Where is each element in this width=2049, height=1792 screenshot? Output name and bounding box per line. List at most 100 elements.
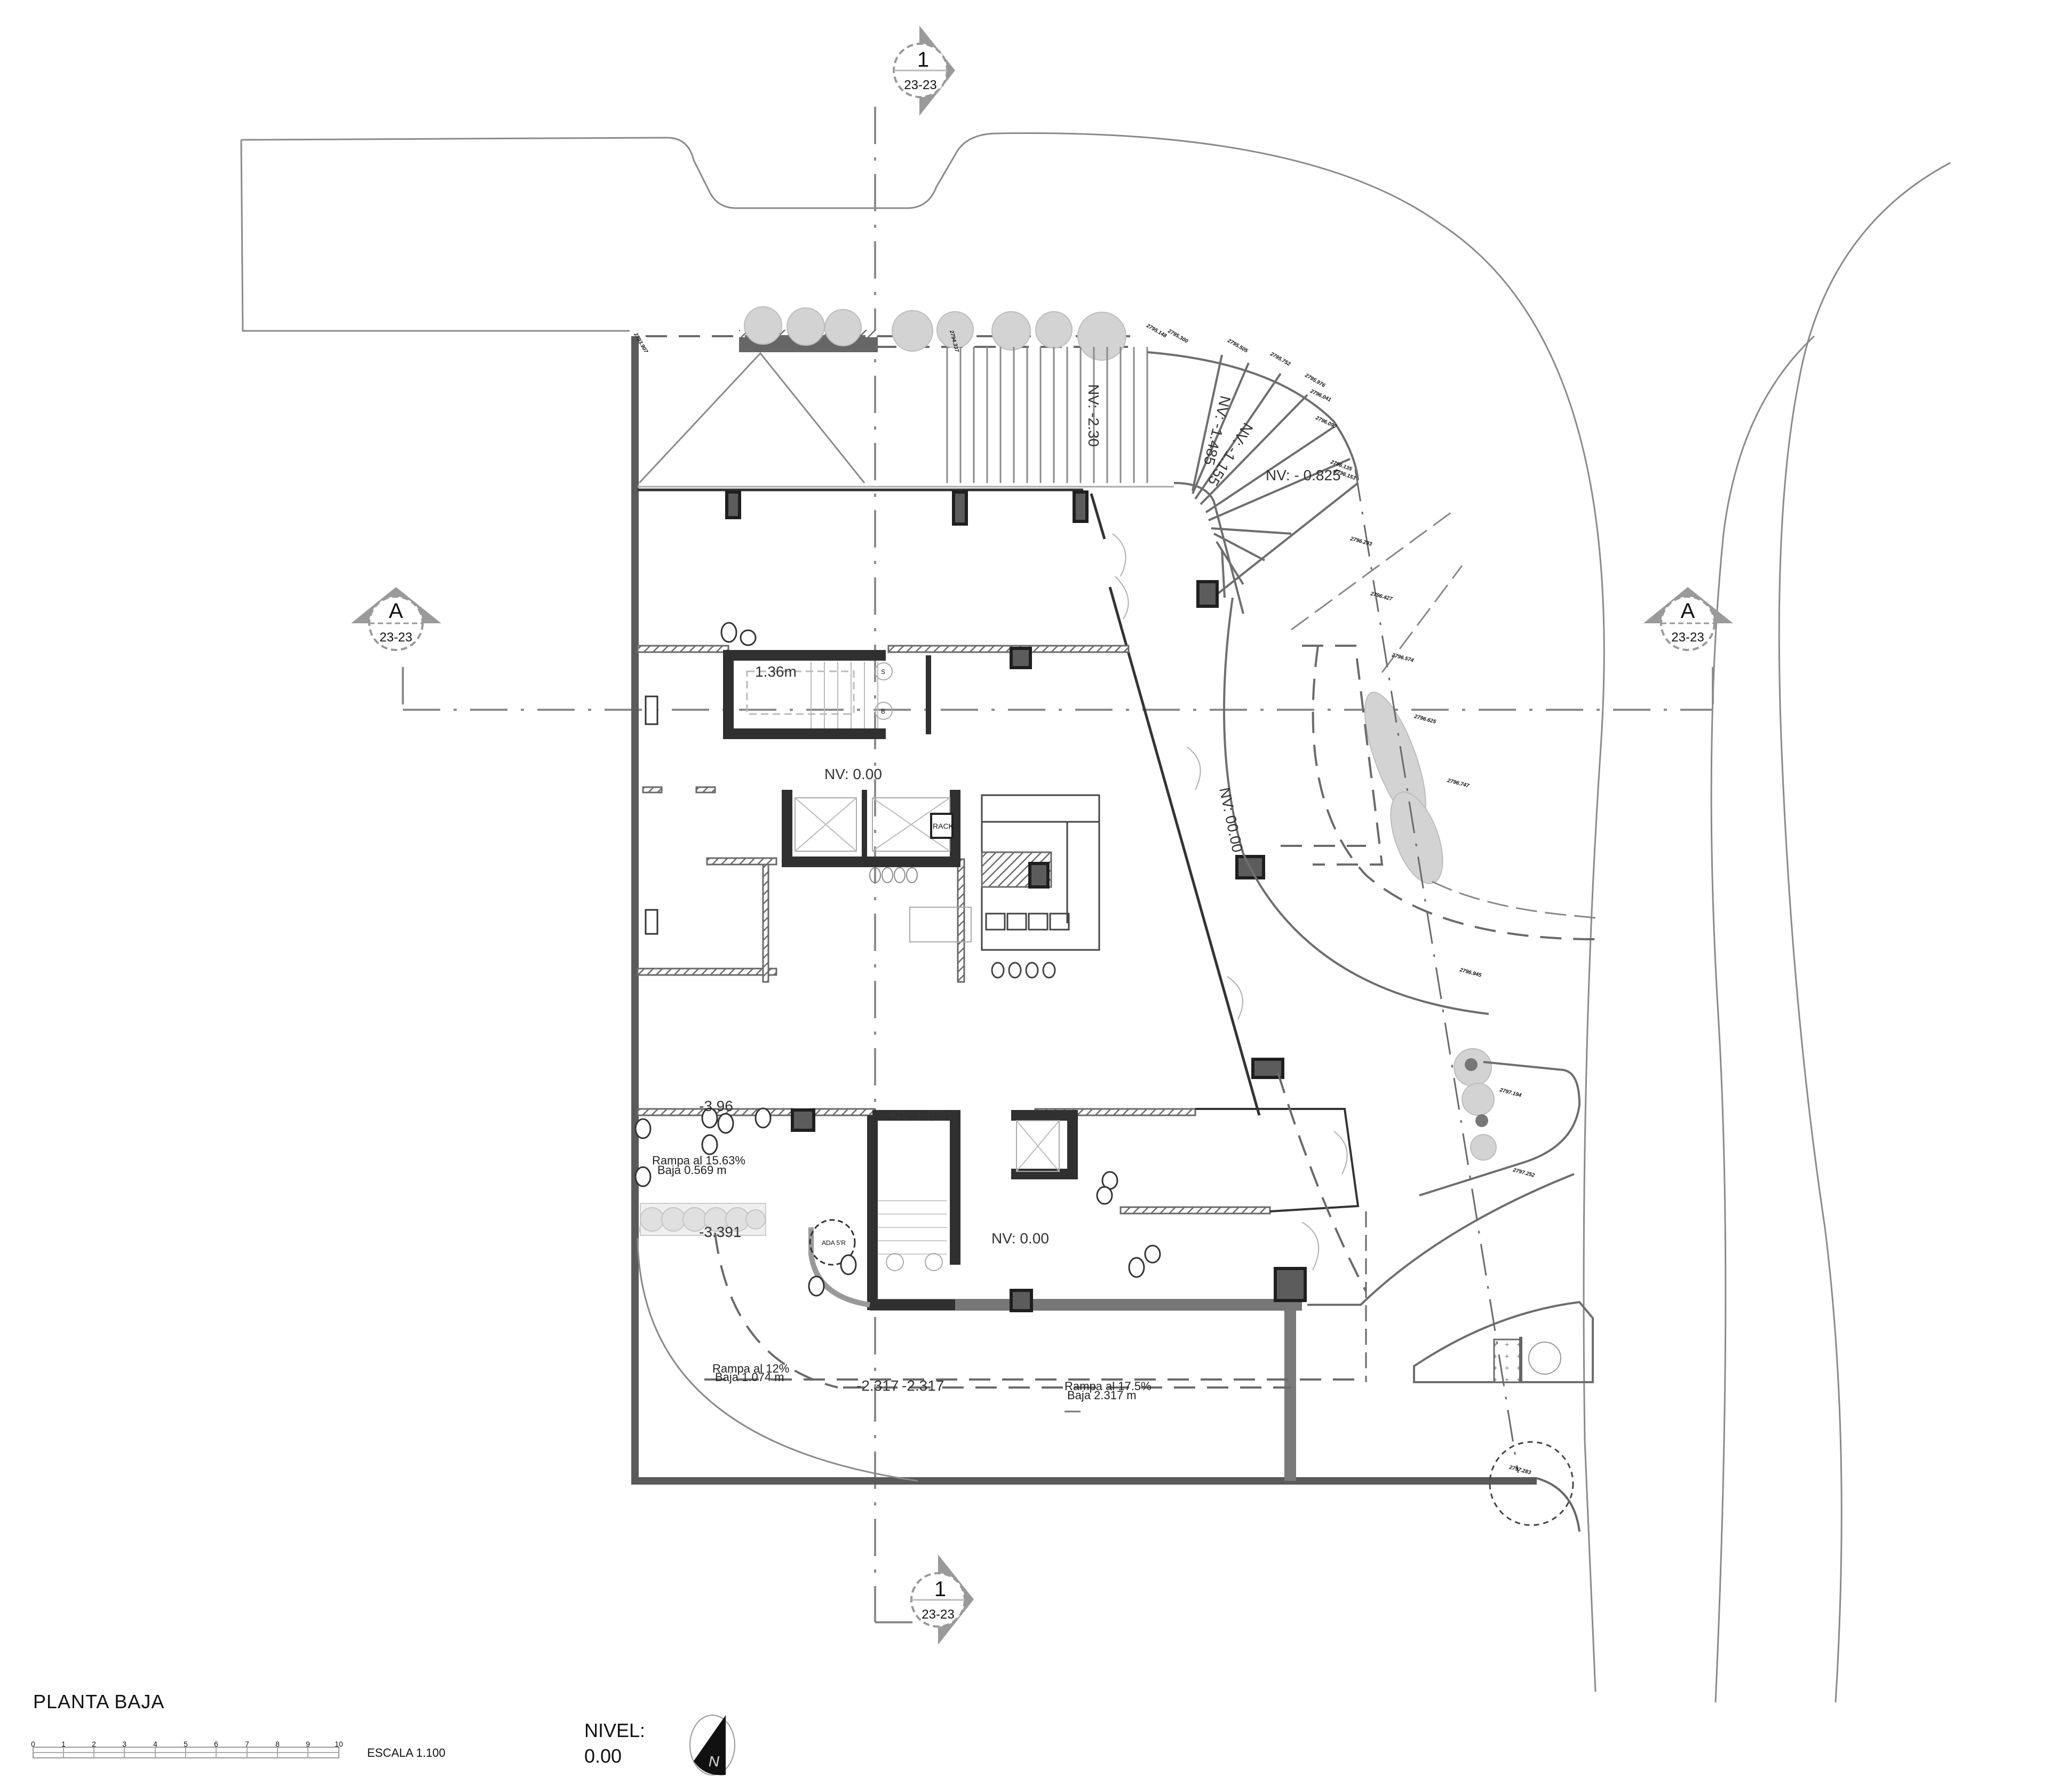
- ramp-3-drop: Baja 2.317 m: [1067, 1389, 1137, 1402]
- level-street-side: NV: 00.00: [1216, 786, 1246, 854]
- svg-text:2796.427: 2796.427: [1369, 591, 1393, 602]
- scale-tick: 7: [245, 1740, 249, 1748]
- survey-point: 2795.752: [1269, 351, 1292, 368]
- elevator-cores: [782, 790, 972, 942]
- svg-text:N: N: [709, 1753, 720, 1770]
- level-stair-ramp: NV: -2.30: [1085, 384, 1102, 447]
- stair-up-label: S: [881, 668, 885, 676]
- survey-point: 2796.090: [1314, 415, 1338, 430]
- spot-level-d: -2.317: [902, 1377, 944, 1394]
- survey-point: 2795.300: [1166, 328, 1189, 345]
- section-marker-1-bottom: 1 23-23: [910, 1555, 974, 1645]
- section-sheet: 23-23: [379, 630, 412, 645]
- scale-tick-labels: 0 1 2 3 4 5 6 7 8 9 10: [31, 1740, 364, 1750]
- level-stair-2: NV:1.62m: [890, 1107, 956, 1124]
- survey-point: 2795.505: [1226, 338, 1249, 354]
- parking-ramps: [637, 1173, 1594, 1482]
- scale-tick: 6: [214, 1740, 218, 1748]
- scale-tick: 9: [306, 1740, 310, 1748]
- structural-columns: [725, 490, 1307, 1312]
- level-lobby: NV: 0.00: [824, 766, 882, 782]
- survey-point: 2796.574: [1391, 652, 1415, 664]
- vegetation: [744, 306, 1497, 1161]
- ramp-labels: Rampa al 15.63% Baja 0.569 m Rampa al 12…: [652, 1154, 1151, 1402]
- scale-bar: [33, 1747, 339, 1758]
- scale-tick: 8: [275, 1740, 280, 1748]
- ramp-2-drop: Baja 1.074 m: [715, 1370, 784, 1384]
- svg-text:2796.293: 2796.293: [1349, 536, 1373, 548]
- survey-point: 2797.283: [1508, 1464, 1532, 1476]
- scale-tick: 3: [122, 1740, 126, 1748]
- svg-text:2797.194: 2797.194: [1498, 1087, 1522, 1099]
- svg-text:2796.625: 2796.625: [1413, 713, 1437, 725]
- spot-level-b: -3.391: [699, 1224, 741, 1240]
- section-id: 1: [917, 48, 929, 72]
- level-rear-lobby: NV: 0.00: [991, 1230, 1049, 1247]
- ramp-1-drop: Baja 0.569 m: [657, 1163, 727, 1177]
- drawing-title: PLANTA BAJA: [33, 1691, 165, 1712]
- section-marker-a-right: A 23-23: [1643, 587, 1733, 651]
- svg-text:2795.752: 2795.752: [1269, 351, 1292, 368]
- scale-label: ESCALA 1.100: [367, 1746, 446, 1759]
- level-stair-1: 1.36m: [755, 663, 797, 680]
- svg-text:2795.976: 2795.976: [1304, 372, 1327, 389]
- svg-text:2796.090: 2796.090: [1314, 415, 1338, 430]
- svg-text:2796.945: 2796.945: [1458, 967, 1482, 979]
- ada-label: ADA 5'R: [822, 1239, 846, 1247]
- svg-text:2796.041: 2796.041: [1309, 388, 1332, 403]
- ramp-2-slope: Rampa al 12%: [712, 1362, 789, 1375]
- room-labels: RACK ADA 5'R S B: [822, 668, 954, 1247]
- property-boundary: [631, 336, 1537, 1485]
- level-label: NIVEL:: [584, 1719, 646, 1741]
- spot-level-c: -2.317: [856, 1377, 899, 1394]
- survey-point: 2797.252: [1512, 1167, 1536, 1179]
- survey-point: 2796.427: [1369, 591, 1393, 602]
- section-id: A: [1681, 599, 1695, 623]
- doors: [1112, 533, 1348, 1271]
- section-sheet: 23-23: [904, 78, 936, 92]
- bar-counter: [981, 794, 1100, 979]
- plaza-curbs: [1223, 469, 1596, 1532]
- spot-level-a: -3.96: [699, 1098, 733, 1114]
- svg-text:2795.148: 2795.148: [1145, 323, 1168, 339]
- level-plaza: NV: - 0.825: [1266, 467, 1341, 483]
- stair-core-north: [723, 650, 931, 739]
- svg-text:2797.252: 2797.252: [1512, 1167, 1536, 1179]
- survey-point: 2796.747: [1446, 778, 1470, 789]
- section-marker-a-left: A 23-23: [351, 587, 441, 651]
- survey-point: 2796.041: [1309, 388, 1332, 403]
- sanitary-fixtures: [634, 622, 1161, 1297]
- svg-text:2796.747: 2796.747: [1446, 778, 1470, 789]
- north-arrow-icon: N: [689, 1715, 735, 1775]
- rack-label: RACK: [933, 822, 954, 830]
- level-value: 0.00: [584, 1745, 622, 1767]
- parking-bike-rack: [640, 1203, 766, 1236]
- section-sheet: 23-23: [922, 1607, 954, 1622]
- scale-tick: 10: [335, 1740, 343, 1748]
- svg-text:2795.505: 2795.505: [1226, 338, 1249, 354]
- section-id: A: [389, 599, 403, 623]
- street-outline: [240, 132, 1951, 1703]
- svg-text:2796.574: 2796.574: [1391, 652, 1415, 664]
- survey-point: 2795.148: [1145, 323, 1168, 339]
- level-annotations: NV: -2.30 NV: -1.485 NV: -1.155 NV: - 0.…: [699, 384, 1341, 1394]
- entry-ramp-and-stair: [638, 347, 1359, 614]
- section-marker-1-top: 1 23-23: [893, 26, 955, 116]
- svg-text:2795.300: 2795.300: [1166, 328, 1189, 345]
- survey-point: 2796.945: [1458, 967, 1482, 979]
- scale-tick: 0: [31, 1740, 35, 1748]
- section-id: 1: [934, 1577, 946, 1601]
- stair-down-label: B: [881, 708, 885, 715]
- scale-tick: 4: [153, 1740, 157, 1748]
- survey-point: 2797.194: [1498, 1087, 1522, 1099]
- building-walls: [637, 486, 1360, 1311]
- section-sheet: 23-23: [1671, 630, 1704, 645]
- scale-tick: 5: [184, 1740, 188, 1748]
- scale-tick: 2: [92, 1740, 96, 1748]
- svg-text:2797.283: 2797.283: [1508, 1464, 1532, 1476]
- ramp-1-slope: Rampa al 15.63%: [652, 1154, 745, 1167]
- survey-point: 2795.976: [1304, 372, 1327, 389]
- ramp-3-slope: Rampa al 17.5%: [1065, 1379, 1151, 1393]
- survey-point: 2796.625: [1413, 713, 1437, 725]
